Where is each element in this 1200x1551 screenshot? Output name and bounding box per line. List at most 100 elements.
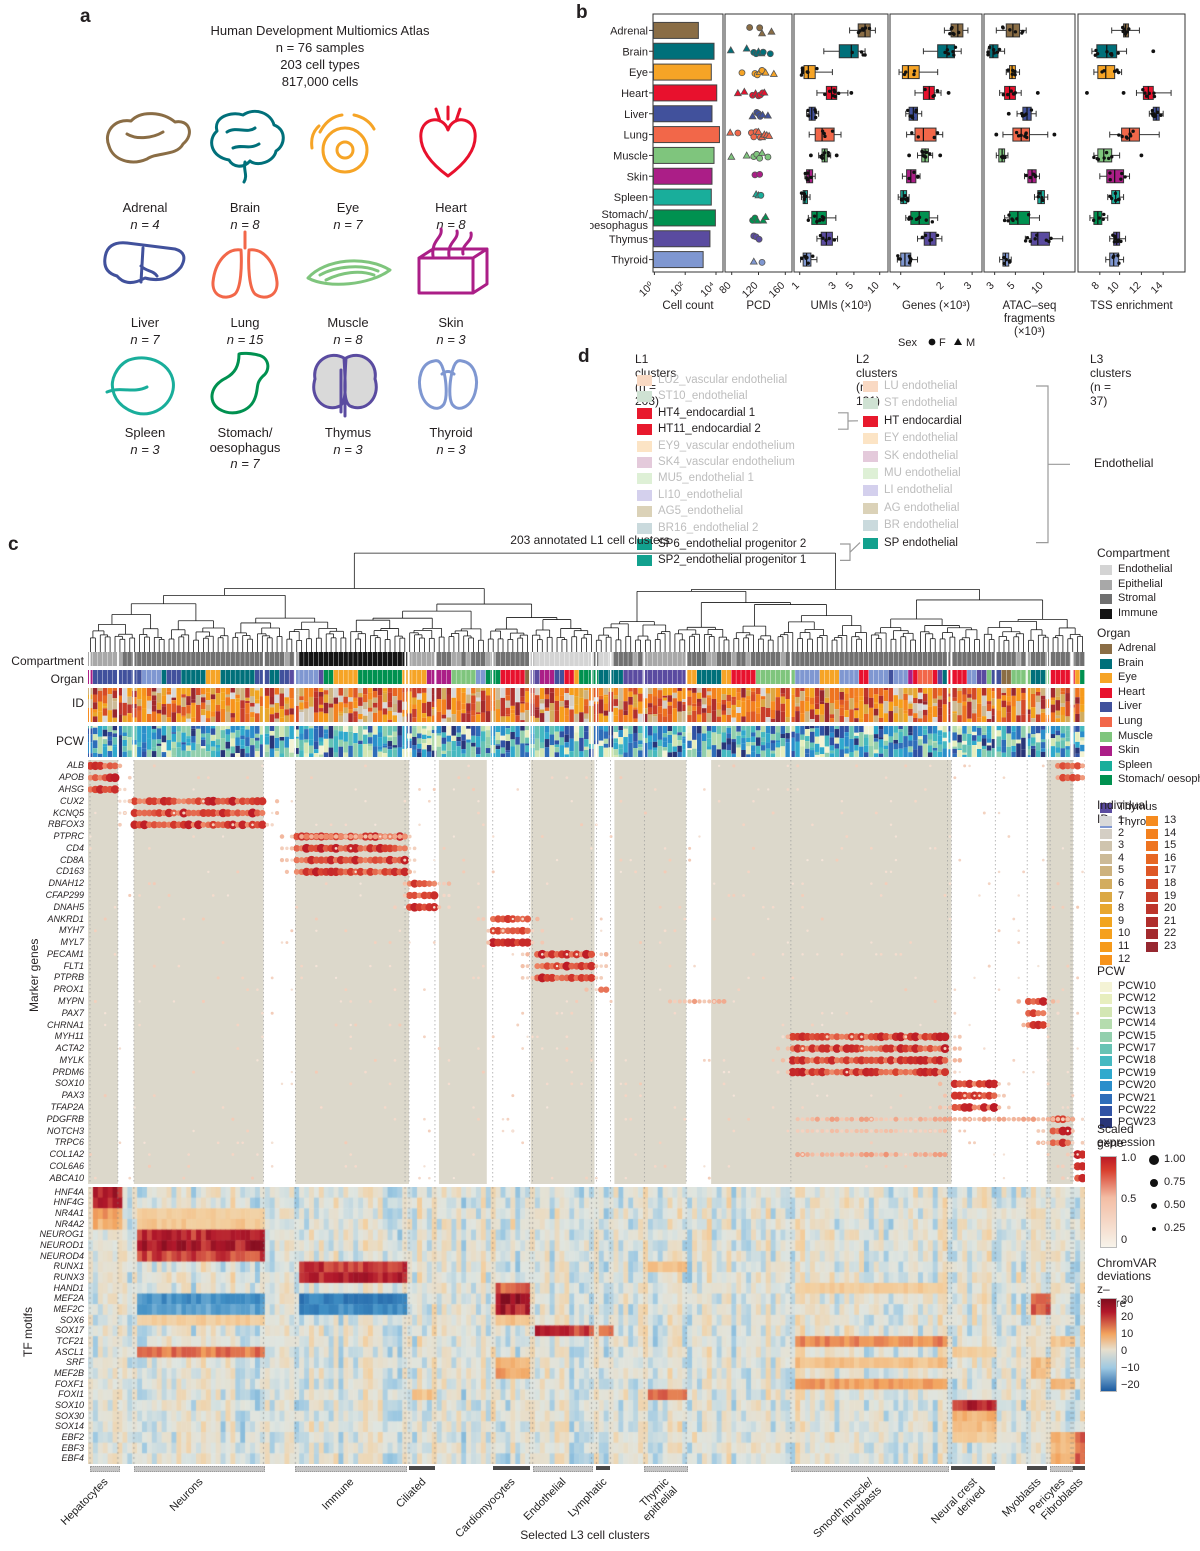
svg-text:3: 3 — [962, 280, 975, 293]
thymus-icon — [312, 353, 378, 418]
legend-id-item-swatch — [1146, 841, 1158, 852]
legend-id-item-swatch — [1100, 853, 1112, 864]
organ-n: n = 8 — [333, 332, 363, 347]
legend-pcw-item-swatch — [1100, 982, 1112, 992]
svg-text:10: 10 — [865, 280, 882, 297]
row-label-id: ID — [72, 696, 84, 710]
svg-text:Spleen: Spleen — [614, 192, 648, 204]
marker-gene-label: ALB — [66, 760, 84, 771]
l3-group-bar — [644, 1466, 689, 1472]
legend-id-item: 15 — [1164, 839, 1177, 852]
l1-cluster-item: LI10_endothelial — [658, 488, 743, 501]
tf-motif-label: RUNX1 — [53, 1261, 84, 1272]
tf-motif-label: FOXF1 — [54, 1378, 84, 1389]
svg-text:Lung: Lung — [624, 130, 648, 142]
panel-c-label: c — [8, 534, 19, 555]
brain-icon — [210, 109, 285, 184]
tf-motif-heatmap — [88, 1187, 1085, 1464]
thyroid-icon — [418, 359, 478, 410]
l1-cluster-swatch — [637, 506, 652, 518]
legend-pcw-item-swatch — [1100, 1031, 1112, 1042]
organ-name: Adrenal — [122, 200, 168, 215]
legend-id-item-swatch — [1146, 891, 1158, 902]
legend-organ-item: Spleen — [1118, 758, 1153, 771]
legend-id-item: 8 — [1118, 902, 1125, 915]
panel-a-label: a — [80, 6, 91, 27]
dendrogram — [90, 552, 1083, 652]
legend-pcw-item-swatch — [1100, 1118, 1112, 1129]
legend-id-item-swatch — [1100, 866, 1112, 877]
l1-cluster-item: BR16_endothelial 2 — [658, 521, 759, 534]
organ-n: n = 3 — [436, 332, 466, 347]
marker-gene-label: MYL7 — [60, 937, 84, 948]
legend-pcw-item: PCW10 — [1118, 980, 1156, 992]
l2-cluster-item: LU endothelial — [884, 380, 958, 392]
organ-name: Eye — [336, 200, 360, 215]
legend-id-item-swatch — [1146, 904, 1158, 915]
chromvar-colorbar-label: 0 — [1121, 1345, 1128, 1357]
svg-text:(×10³): (×10³) — [1014, 326, 1045, 338]
l2-cluster-swatch — [863, 415, 878, 427]
marker-gene-label: PECAM1 — [46, 948, 84, 959]
legend-id-item: 14 — [1164, 826, 1177, 839]
marker-gene-label: DNAH5 — [53, 901, 84, 912]
legend-id-item-swatch — [1146, 916, 1158, 927]
l1-cluster-item: AG5_endothelial — [658, 505, 744, 518]
tf-motif-label: EBF4 — [61, 1453, 84, 1464]
legend-pcw-title: PCW — [1097, 964, 1125, 978]
legend-id-item-swatch — [1100, 942, 1112, 952]
legend-organ-item: Muscle — [1118, 729, 1153, 742]
organ-n: n = 7 — [230, 456, 260, 471]
legend-id-item-swatch — [1146, 942, 1158, 952]
svg-text:PCD: PCD — [746, 300, 770, 312]
svg-text:Skin: Skin — [627, 171, 648, 183]
marker-gene-label: CD8A — [59, 854, 84, 865]
marker-gene-label: NOTCH3 — [46, 1125, 84, 1136]
svg-text:Cell count: Cell count — [662, 300, 714, 312]
legend-compartment-item-swatch — [1100, 608, 1112, 619]
organ-n: n = 7 — [333, 217, 363, 232]
organ-name: Lung — [230, 315, 260, 330]
legend-organ-item: Stomach/ oesophagus — [1118, 773, 1200, 786]
tf-motif-label: MEF2C — [53, 1304, 84, 1315]
legend-pcw-item: PCW20 — [1118, 1079, 1156, 1092]
l2-cluster-swatch — [863, 450, 878, 462]
marker-gene-label: COL1A2 — [49, 1149, 84, 1160]
svg-text:5: 5 — [1005, 280, 1018, 293]
legend-pcw-item-swatch — [1100, 1093, 1112, 1104]
legend-pcw-item-swatch — [1100, 1056, 1112, 1067]
svg-text:1: 1 — [789, 280, 802, 293]
legend-id-item-swatch — [1100, 916, 1112, 927]
legend-organ-item: Thyroid — [1118, 815, 1155, 828]
atlas-title-line1: Human Development Multiomics Atlas — [210, 23, 430, 38]
legend-organ-item-swatch — [1100, 760, 1112, 771]
svg-text:Genes (×10³): Genes (×10³) — [902, 300, 970, 312]
panel-d-label: d — [578, 346, 590, 367]
tf-motif-label: NEUROD4 — [39, 1250, 84, 1261]
svg-text:160: 160 — [767, 280, 788, 301]
l3-group-label: Neurons — [167, 1476, 206, 1514]
svg-text:12: 12 — [1127, 280, 1144, 297]
tf-motif-label: RUNX3 — [53, 1272, 84, 1283]
organ-name: Thymus — [324, 425, 372, 440]
legend-organ-item: Adrenal — [1118, 642, 1156, 654]
marker-gene-label: PDGFRB — [46, 1113, 84, 1124]
l3-group-bar — [295, 1466, 408, 1472]
marker-gene-label: MYLK — [59, 1054, 84, 1065]
svg-text:10: 10 — [1029, 280, 1046, 297]
svg-text:Sex: Sex — [898, 337, 917, 349]
legend-pcw-item: PCW22 — [1118, 1104, 1156, 1116]
svg-text:F: F — [939, 337, 946, 349]
legend-pcw-item-swatch — [1100, 1068, 1112, 1079]
legend-organ-item: Thymus — [1118, 801, 1158, 813]
l3-group-bar — [1027, 1466, 1048, 1470]
tf-motif-label: SOX6 — [59, 1314, 84, 1325]
legend-id-item-swatch — [1100, 816, 1112, 826]
legend-pcw-item: PCW19 — [1118, 1066, 1156, 1079]
marker-gene-label: CHRNA1 — [46, 1019, 84, 1030]
chromvar-colorbar-label: −10 — [1121, 1362, 1140, 1374]
legend-compartment-item-swatch — [1100, 579, 1112, 590]
legend-pcw-item: PCW18 — [1118, 1054, 1156, 1067]
svg-text:Adrenal: Adrenal — [610, 25, 648, 37]
